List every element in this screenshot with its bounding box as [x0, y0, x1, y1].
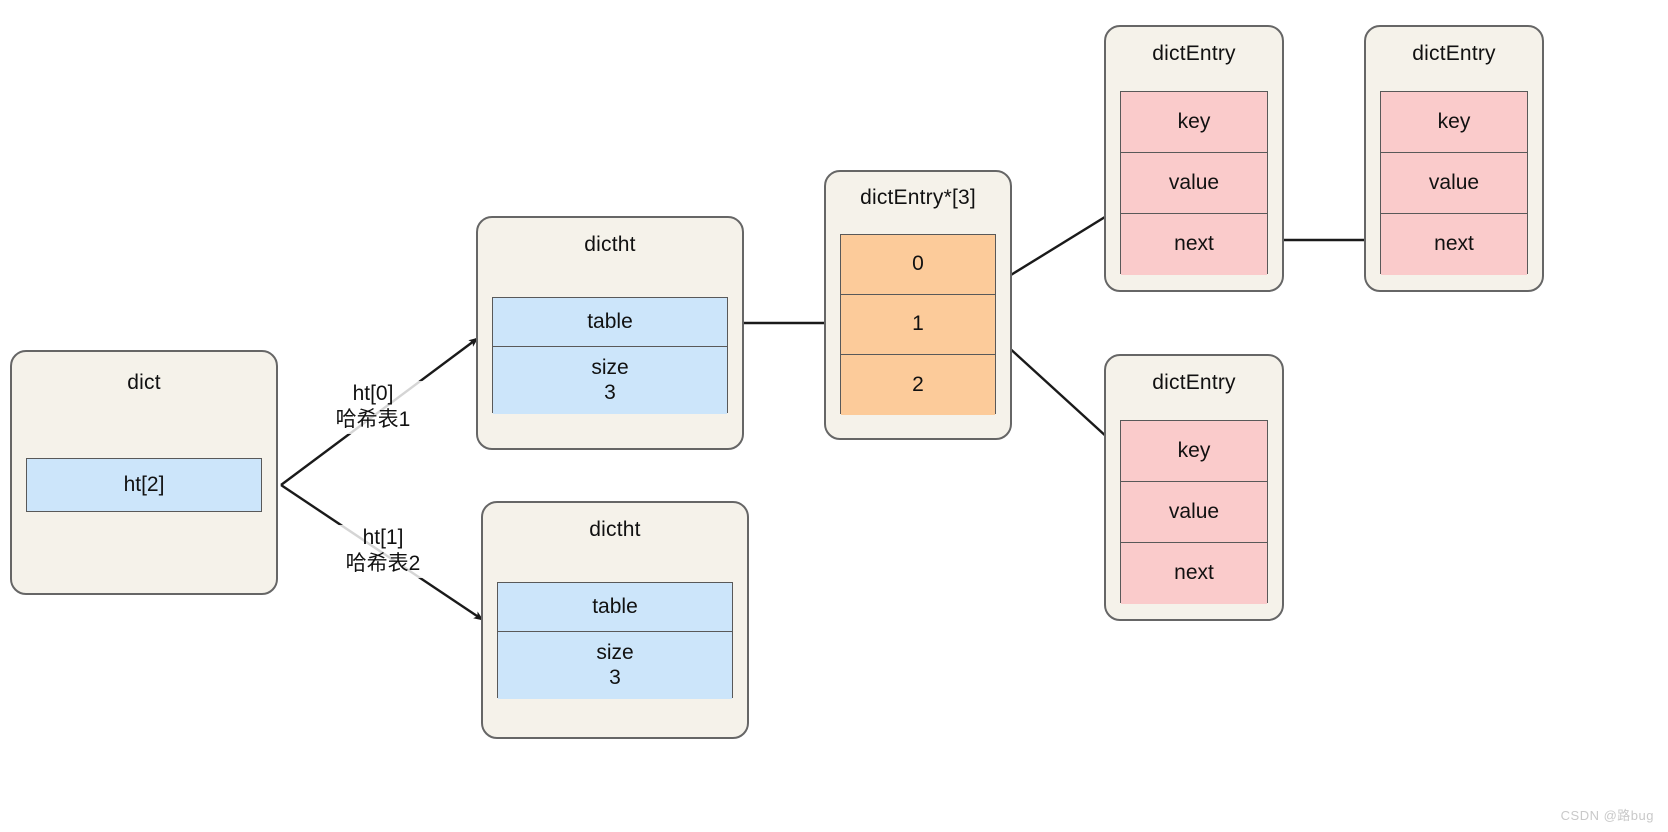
field-dictht-1-size-value: 3	[604, 380, 616, 404]
edge-label-ht0-line1: ht[0]	[352, 382, 394, 405]
edge-label-ht1-line1: ht[1]	[362, 526, 404, 549]
field-dictht-1-table-label: table	[587, 309, 633, 333]
field-dictht-2-table-label: table	[592, 594, 638, 618]
field-entry-a-next[interactable]: next	[1121, 214, 1267, 275]
node-dict-title: dict	[127, 371, 161, 394]
field-dictht-2-size-value: 3	[609, 665, 621, 689]
node-dictentry-array-title: dictEntry*[3]	[860, 186, 976, 209]
array-slot-1[interactable]: 1	[841, 295, 995, 355]
field-dictht-1-size-label: size	[591, 355, 629, 379]
edge-label-ht1: ht[1] 哈希表2	[332, 525, 434, 578]
field-entry-b-value[interactable]: value	[1381, 153, 1527, 214]
field-ht2-label: ht[2]	[123, 472, 165, 496]
edge-label-ht0-line2: 哈希表1	[335, 408, 411, 432]
node-dictht-1-fields: table size 3	[492, 297, 728, 414]
node-dictht-1[interactable]: dictht table size 3	[476, 216, 744, 450]
node-dict-fields: ht[2]	[26, 458, 262, 512]
node-dictentry-a-fields: key value next	[1120, 91, 1268, 275]
field-entry-c-value-label: value	[1168, 499, 1220, 523]
node-dictentry-b-fields: key value next	[1380, 91, 1528, 275]
node-dictentry-a[interactable]: dictEntry key value next	[1104, 25, 1284, 292]
field-dictht-1-table[interactable]: table	[493, 298, 727, 347]
array-slot-2-label: 2	[912, 372, 924, 396]
array-slot-0-label: 0	[912, 252, 924, 276]
watermark: CSDN @路bug	[1560, 808, 1654, 823]
field-entry-b-next-label: next	[1434, 232, 1474, 256]
field-entry-a-key[interactable]: key	[1121, 92, 1267, 153]
field-entry-a-value[interactable]: value	[1121, 153, 1267, 214]
node-dictht-1-title: dictht	[584, 233, 636, 256]
node-dictht-2-fields: table size 3	[497, 582, 733, 699]
field-entry-b-next[interactable]: next	[1381, 214, 1527, 275]
field-entry-c-key-label: key	[1177, 438, 1211, 462]
field-entry-b-key[interactable]: key	[1381, 92, 1527, 153]
field-dictht-2-table[interactable]: table	[498, 583, 732, 632]
array-slot-1-label: 1	[912, 312, 924, 336]
field-entry-c-key[interactable]: key	[1121, 421, 1267, 482]
field-entry-b-key-label: key	[1437, 109, 1471, 133]
field-entry-c-next-label: next	[1174, 561, 1214, 585]
edge-label-ht0: ht[0] 哈希表1	[322, 381, 424, 434]
field-entry-a-next-label: next	[1174, 232, 1214, 256]
node-dictentry-c[interactable]: dictEntry key value next	[1104, 354, 1284, 621]
field-entry-a-value-label: value	[1168, 170, 1220, 194]
node-dictentry-array-fields: 0 1 2	[840, 234, 996, 415]
field-dictht-2-size-label: size	[596, 640, 634, 664]
node-dictentry-array[interactable]: dictEntry*[3] 0 1 2	[824, 170, 1012, 440]
node-dictentry-b-title: dictEntry	[1412, 42, 1496, 65]
edge-label-ht1-line2: 哈希表2	[345, 552, 421, 576]
field-entry-c-value[interactable]: value	[1121, 482, 1267, 543]
array-slot-2[interactable]: 2	[841, 355, 995, 415]
array-slot-0[interactable]: 0	[841, 235, 995, 295]
node-dictht-2-title: dictht	[589, 518, 641, 541]
node-dictentry-b[interactable]: dictEntry key value next	[1364, 25, 1544, 292]
field-entry-a-key-label: key	[1177, 109, 1211, 133]
node-dictht-2[interactable]: dictht table size 3	[481, 501, 749, 739]
field-dictht-1-size[interactable]: size 3	[493, 347, 727, 414]
node-dictentry-c-fields: key value next	[1120, 420, 1268, 604]
node-dictentry-a-title: dictEntry	[1152, 42, 1236, 65]
node-dictentry-c-title: dictEntry	[1152, 371, 1236, 394]
field-entry-c-next[interactable]: next	[1121, 543, 1267, 604]
field-dictht-2-size[interactable]: size 3	[498, 632, 732, 699]
field-entry-b-value-label: value	[1428, 170, 1480, 194]
node-dict[interactable]: dict ht[2]	[10, 350, 278, 595]
field-ht2[interactable]: ht[2]	[27, 459, 261, 511]
